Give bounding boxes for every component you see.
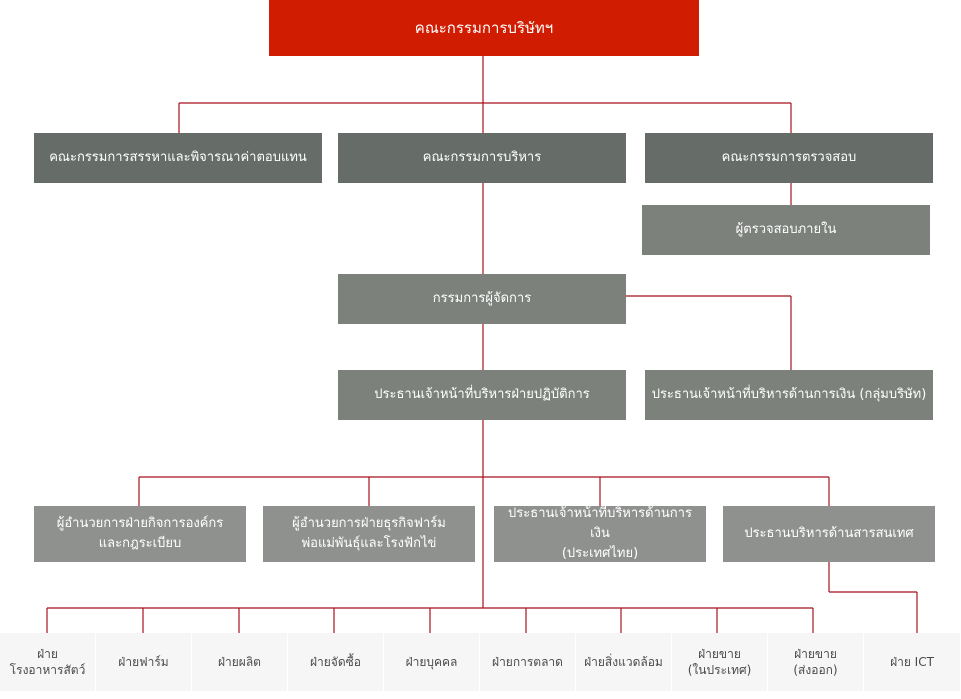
- corporate-affairs-line2: และกฎระเบียบ: [98, 536, 182, 551]
- dept-domestic-sales: ฝ่ายขาย (ในประเทศ): [672, 633, 768, 691]
- dept-human-resources: ฝ่ายบุคคล: [384, 633, 480, 691]
- thai-cfo-line2: (ประเทศไทย): [561, 546, 639, 561]
- nomination-committee-label: คณะกรรมการสรรหาและพิจารณาค่าตอบแทน: [49, 150, 307, 165]
- internal-audit-label: ผู้ตรวจสอบภายใน: [735, 222, 837, 237]
- cio-line1: ประธานบริหารด้านสารสนเทศ: [744, 526, 914, 541]
- dept-purchasing: ฝ่ายจัดซื้อ: [288, 633, 384, 691]
- dept-line1: ฝ่ายขาย: [794, 647, 837, 661]
- dept-line1: ฝ่ายสิ่งแวดล้อม: [584, 655, 663, 669]
- dept-line1: ฝ่ายฟาร์ม: [118, 655, 169, 669]
- dept-ict: ฝ่าย ICT: [864, 633, 961, 691]
- dept-line2: (ในประเทศ): [687, 663, 752, 677]
- dept-line1: ฝ่ายบุคคล: [405, 655, 458, 669]
- dept-production: ฝ่ายผลิต: [192, 633, 288, 691]
- dept-farm: ฝ่ายฟาร์ม: [96, 633, 192, 691]
- dept-line1: ฝ่ายผลิต: [218, 655, 261, 669]
- dept-line1: ฝ่ายขาย: [698, 647, 741, 661]
- dept-environment: ฝ่ายสิ่งแวดล้อม: [576, 633, 672, 691]
- dept-line2: (ส่งออก): [793, 663, 838, 677]
- thai-cfo-box: ประธานเจ้าหน้าที่บริหารด้านการเงิน (ประเท…: [494, 506, 706, 562]
- audit-committee-label: คณะกรรมการตรวจสอบ: [721, 150, 857, 165]
- breeder-farm-line2: พ่อแม่พันธุ์และโรงฟักไข่: [301, 536, 437, 551]
- dept-line1: ฝ่ายจัดซื้อ: [310, 655, 361, 669]
- dept-line1: ฝ่ายการตลาด: [492, 655, 563, 669]
- executive-committee-box: คณะกรรมการบริหาร: [338, 133, 626, 183]
- president-label: กรรมการผู้จัดการ: [432, 291, 532, 306]
- dept-line1: ฝ่าย: [37, 647, 58, 661]
- board-box: คณะกรรมการบริษัทฯ: [269, 0, 699, 56]
- coo-box: ประธานเจ้าหน้าที่บริหารฝ่ายปฏิบัติการ: [338, 370, 626, 420]
- corporate-affairs-line1: ผู้อำนวยการฝ่ายกิจการองค์กร: [56, 516, 224, 531]
- breeder-farm-line1: ผู้อำนวยการฝ่ายธุรกิจฟาร์ม: [292, 516, 446, 531]
- board-label: คณะกรรมการบริษัทฯ: [414, 19, 554, 37]
- executive-committee-label: คณะกรรมการบริหาร: [422, 150, 542, 165]
- president-box: กรรมการผู้จัดการ: [338, 274, 626, 324]
- dept-line2: โรงอาหารสัตว์: [9, 663, 86, 677]
- audit-committee-box: คณะกรรมการตรวจสอบ: [645, 133, 933, 183]
- dept-line1: ฝ่าย ICT: [890, 655, 934, 669]
- dept-feed-mill: ฝ่ายโรงอาหารสัตว์: [0, 633, 96, 691]
- thai-cfo-line1: ประธานเจ้าหน้าที่บริหารด้านการเงิน: [508, 506, 692, 541]
- breeder-farm-box: ผู้อำนวยการฝ่ายธุรกิจฟาร์มพ่อแม่พันธุ์แล…: [263, 506, 475, 562]
- group-cfo-box: ประธานเจ้าหน้าที่บริหารด้านการเงิน (กลุ่…: [645, 370, 933, 420]
- group-cfo-label: ประธานเจ้าหน้าที่บริหารด้านการเงิน (กลุ่…: [651, 387, 927, 402]
- cio-box: ประธานบริหารด้านสารสนเทศ: [723, 506, 935, 562]
- corporate-affairs-box: ผู้อำนวยการฝ่ายกิจการองค์กรและกฎระเบียบ: [34, 506, 246, 562]
- internal-audit-box: ผู้ตรวจสอบภายใน: [642, 205, 930, 255]
- dept-export-sales: ฝ่ายขาย (ส่งออก): [768, 633, 864, 691]
- dept-marketing: ฝ่ายการตลาด: [480, 633, 576, 691]
- coo-label: ประธานเจ้าหน้าที่บริหารฝ่ายปฏิบัติการ: [374, 387, 590, 402]
- nomination-committee-box: คณะกรรมการสรรหาและพิจารณาค่าตอบแทน: [34, 133, 322, 183]
